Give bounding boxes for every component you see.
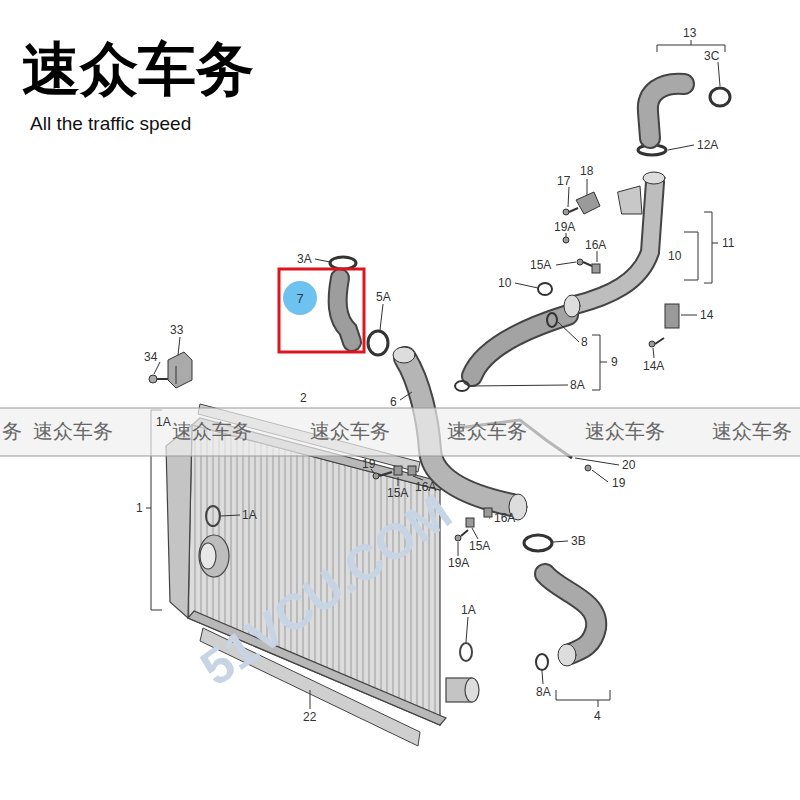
- callout-number: 15A: [469, 540, 490, 552]
- watermark-band: [0, 408, 800, 456]
- callout-number: 1A: [156, 416, 171, 428]
- callout-number: 8A: [570, 379, 585, 391]
- callout-number: 19: [612, 477, 625, 489]
- callout-number: 13: [683, 27, 696, 39]
- callout-circle: 7: [283, 281, 317, 315]
- callout-number: 34: [144, 351, 157, 363]
- callout-number: 16A: [494, 512, 515, 524]
- hose: [524, 535, 596, 670]
- brand-title: 速众车务: [22, 40, 254, 98]
- watermark: 速众车务: [310, 421, 390, 441]
- callout-number: 6: [390, 396, 397, 408]
- hose: [455, 283, 568, 391]
- watermark: 速众车务: [33, 421, 113, 441]
- callout-number: 8A: [536, 686, 551, 698]
- callout-number: 3A: [297, 253, 312, 265]
- callout-number: 22: [303, 711, 316, 723]
- callout-number: 33: [170, 324, 183, 336]
- callout-number: 5A: [376, 291, 391, 303]
- group-bracket: [146, 40, 725, 707]
- callout-number: 7: [296, 292, 303, 305]
- callout-number: 14: [700, 309, 713, 321]
- watermark: 51VCU.COM: [192, 486, 460, 694]
- watermark: 速众车务: [712, 421, 792, 441]
- callout-number: 15A: [387, 487, 408, 499]
- callout-number: 1A: [461, 604, 476, 616]
- callout-number: 4: [594, 710, 601, 722]
- callout-number: 1A: [242, 509, 257, 521]
- hose: [330, 257, 388, 355]
- pipe: [564, 84, 730, 317]
- callout-number: 1: [136, 502, 143, 514]
- callout-number: 18: [580, 165, 593, 177]
- callout-number: 12A: [697, 139, 718, 151]
- watermark: 速众车务: [585, 421, 665, 441]
- callout-number: 2: [300, 392, 307, 404]
- callout-number: 10: [498, 277, 511, 289]
- callout-number: 3C: [704, 50, 719, 62]
- watermark: 速众车务: [172, 421, 252, 441]
- callout-number: 15A: [530, 259, 551, 271]
- watermark: 务: [2, 421, 22, 441]
- callout-number: 20: [622, 459, 635, 471]
- callout-number: 8: [581, 336, 588, 348]
- leader-line: [154, 62, 720, 709]
- callout-number: 3B: [571, 535, 586, 547]
- callout-number: 11: [722, 237, 734, 249]
- small-parts: [373, 192, 679, 541]
- callout-number: 17: [557, 175, 570, 187]
- callout-number: 19A: [554, 221, 575, 233]
- callout-number: 9: [611, 356, 618, 368]
- callout-number: 19A: [448, 557, 469, 569]
- watermark: 速众车务: [447, 421, 527, 441]
- highlight-box: [279, 269, 364, 352]
- callout-number: 14A: [643, 360, 664, 372]
- callout-number: 19: [362, 458, 375, 470]
- callout-number: 10: [668, 250, 681, 262]
- callout-number: 16A: [585, 239, 606, 251]
- brand-slogan: All the traffic speed: [30, 114, 191, 133]
